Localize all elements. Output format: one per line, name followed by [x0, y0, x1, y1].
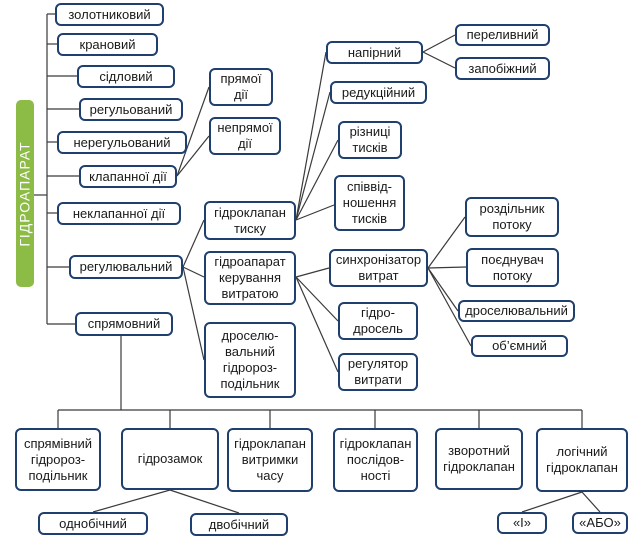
node-droselnyi-hidrorozpodilnyk: дроселю- вальний гідророз- подільник: [204, 322, 296, 398]
root-label: ГІДРОАПАРАТ: [17, 140, 33, 247]
node-spivvidnoshennia-tyskiv: співвід- ношення тисків: [334, 175, 405, 231]
node-lohika-abo: «АБО»: [572, 512, 628, 534]
node-riznytsi-tyskiv: різниці тисків: [338, 121, 402, 159]
node-synkhronizator-vytrat: синхронізатор витрат: [329, 249, 428, 287]
node-hidroklapan-tysku: гідроклапан тиску: [204, 201, 296, 240]
node-zolotnykovyi: золотниковий: [55, 3, 164, 26]
node-lohichnyi-hidroklapan: логічний гідроклапан: [536, 428, 628, 492]
node-perelyvnyi: переливний: [455, 24, 550, 46]
node-spriamovnyi: спрямовний: [75, 312, 173, 336]
node-hidrozamok: гідрозамок: [121, 428, 219, 490]
node-hidroklapan-vytrymky-chasu: гідроклапан витримки часу: [227, 428, 313, 492]
node-napirnyi: напірний: [326, 41, 423, 64]
node-obiemnyi: об’ємний: [471, 335, 568, 357]
node-sidlovyi: сідловий: [77, 65, 175, 88]
node-priamoi-dii: прямої дії: [209, 68, 273, 106]
node-lohika-i: «І»: [497, 512, 547, 534]
node-rehulovanyi: регульований: [79, 98, 183, 121]
node-nerehulovanyi: нерегульований: [57, 131, 187, 154]
node-zvorotnyi-hidroklapan: зворотний гідроклапан: [435, 428, 523, 490]
node-klapannoi-dii: клапанної дії: [79, 165, 177, 188]
node-odnobichnyi: однобічний: [38, 512, 148, 535]
node-rehuliator-vytraty: регулятор витрати: [338, 353, 418, 391]
node-spriamovnyi-hidrorozpodilnyk: спрямівний гідророз- подільник: [15, 428, 101, 491]
node-nepriamoi-dii: непрямої дії: [209, 117, 281, 155]
node-dvobichnyi: двобічний: [190, 513, 288, 536]
node-hidroklapan-poslidovnosti: гідроклапан послідов- ності: [333, 428, 418, 492]
node-redukciinyi: редукційний: [330, 81, 427, 104]
node-droseliuvalnyi: дроселювальний: [458, 300, 575, 322]
node-rehuliuvalnyi: регулювальний: [69, 255, 183, 279]
node-hidrodrosel: гідро- дросель: [338, 302, 418, 340]
node-poiednuvach-potoku: поєднувач потоку: [466, 248, 559, 287]
node-hidroaparat-keruvannia-vytratoiu: гідроапарат керування витратою: [204, 251, 296, 305]
root-node-hidroaparat: ГІДРОАПАРАТ: [16, 100, 34, 287]
node-kranovyi: крановий: [57, 33, 158, 56]
node-neklapannoi-dii: неклапанної дії: [57, 202, 181, 225]
node-zapobizhnyi: запобіжний: [455, 57, 550, 80]
node-rozdilnyk-potoku: роздільник потоку: [465, 197, 559, 237]
